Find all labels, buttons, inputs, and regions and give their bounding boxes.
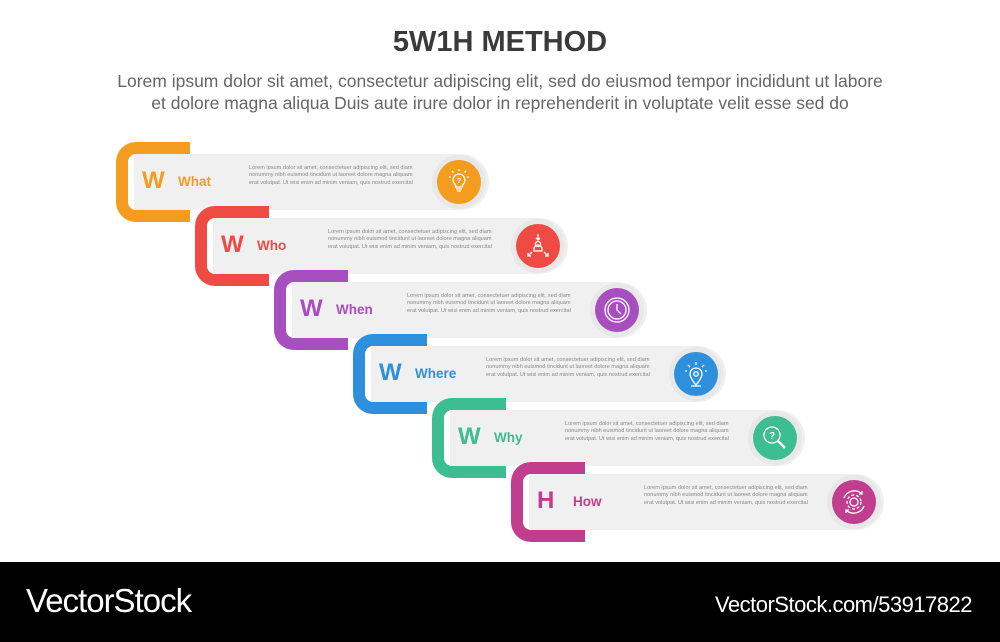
location-pin-icon [674, 352, 718, 396]
step-letter: W [458, 423, 481, 450]
icon-ring [669, 347, 723, 401]
step-bar [371, 346, 726, 402]
step-description: Lorem ipsum dolor sit amet, consectetuer… [644, 485, 808, 506]
step-bar [450, 410, 805, 466]
step-description: Lorem ipsum dolor sit amet, consectetuer… [249, 165, 413, 186]
step-description: Lorem ipsum dolor sit amet, consectetuer… [328, 229, 492, 250]
step-label: Where [415, 366, 457, 381]
step-who: W Who Lorem ipsum dolor sit amet, consec… [195, 206, 575, 288]
step-bar [213, 218, 568, 274]
svg-text:?: ? [769, 431, 775, 442]
bracket [116, 142, 190, 222]
gear-cycle-icon [832, 480, 876, 524]
lightbulb-question-icon: ? [437, 160, 481, 204]
step-what: W What Lorem ipsum dolor sit amet, conse… [116, 142, 496, 224]
magnifier-question-icon: ? [753, 416, 797, 460]
bracket [511, 462, 585, 542]
icon-ring: ? [748, 411, 802, 465]
step-bar [134, 154, 489, 210]
step-letter: W [221, 231, 244, 258]
bracket [274, 270, 348, 350]
step-how: H How Lorem ipsum dolor sit amet, consec… [511, 462, 891, 544]
step-description: Lorem ipsum dolor sit amet, consectetuer… [486, 357, 650, 378]
clock-icon [595, 288, 639, 332]
step-why: W Why Lorem ipsum dolor sit amet, consec… [432, 398, 812, 480]
step-letter: W [379, 359, 402, 386]
footer: VectorStock VectorStock.com/53917822 [0, 562, 1000, 642]
bracket [195, 206, 269, 286]
vectorstock-logo: VectorStock [26, 582, 192, 619]
step-letter: W [300, 295, 323, 322]
icon-ring [827, 475, 881, 529]
svg-text:?: ? [457, 178, 461, 185]
icon-ring [590, 283, 644, 337]
icon-ring: ? [432, 155, 486, 209]
step-label: What [178, 174, 211, 189]
step-letter: H [537, 487, 555, 514]
subtitle: Lorem ipsum dolor sit amet, consectetur … [0, 70, 1000, 114]
step-when: W When Lorem ipsum dolor sit amet, conse… [274, 270, 654, 352]
step-bar [292, 282, 647, 338]
icon-ring [511, 219, 565, 273]
subtitle-line: et dolore magna aliqua Duis aute irure d… [151, 93, 849, 113]
subtitle-line: Lorem ipsum dolor sit amet, consectetur … [117, 71, 883, 91]
step-label: How [573, 494, 602, 509]
step-label: Why [494, 430, 523, 445]
image-url: VectorStock.com/53917822 [714, 592, 973, 617]
step-bar [529, 474, 884, 530]
step-where: W Where Lorem ipsum dolor sit amet, cons… [353, 334, 733, 416]
bracket [353, 334, 427, 414]
bracket [432, 398, 506, 478]
step-description: Lorem ipsum dolor sit amet, consectetuer… [407, 293, 571, 314]
step-letter: W [142, 167, 165, 194]
step-description: Lorem ipsum dolor sit amet, consectetuer… [565, 421, 729, 442]
step-label: Who [257, 238, 287, 253]
person-arrows-icon [516, 224, 560, 268]
step-label: When [336, 302, 373, 317]
page-title: 5W1H METHOD [392, 26, 608, 58]
